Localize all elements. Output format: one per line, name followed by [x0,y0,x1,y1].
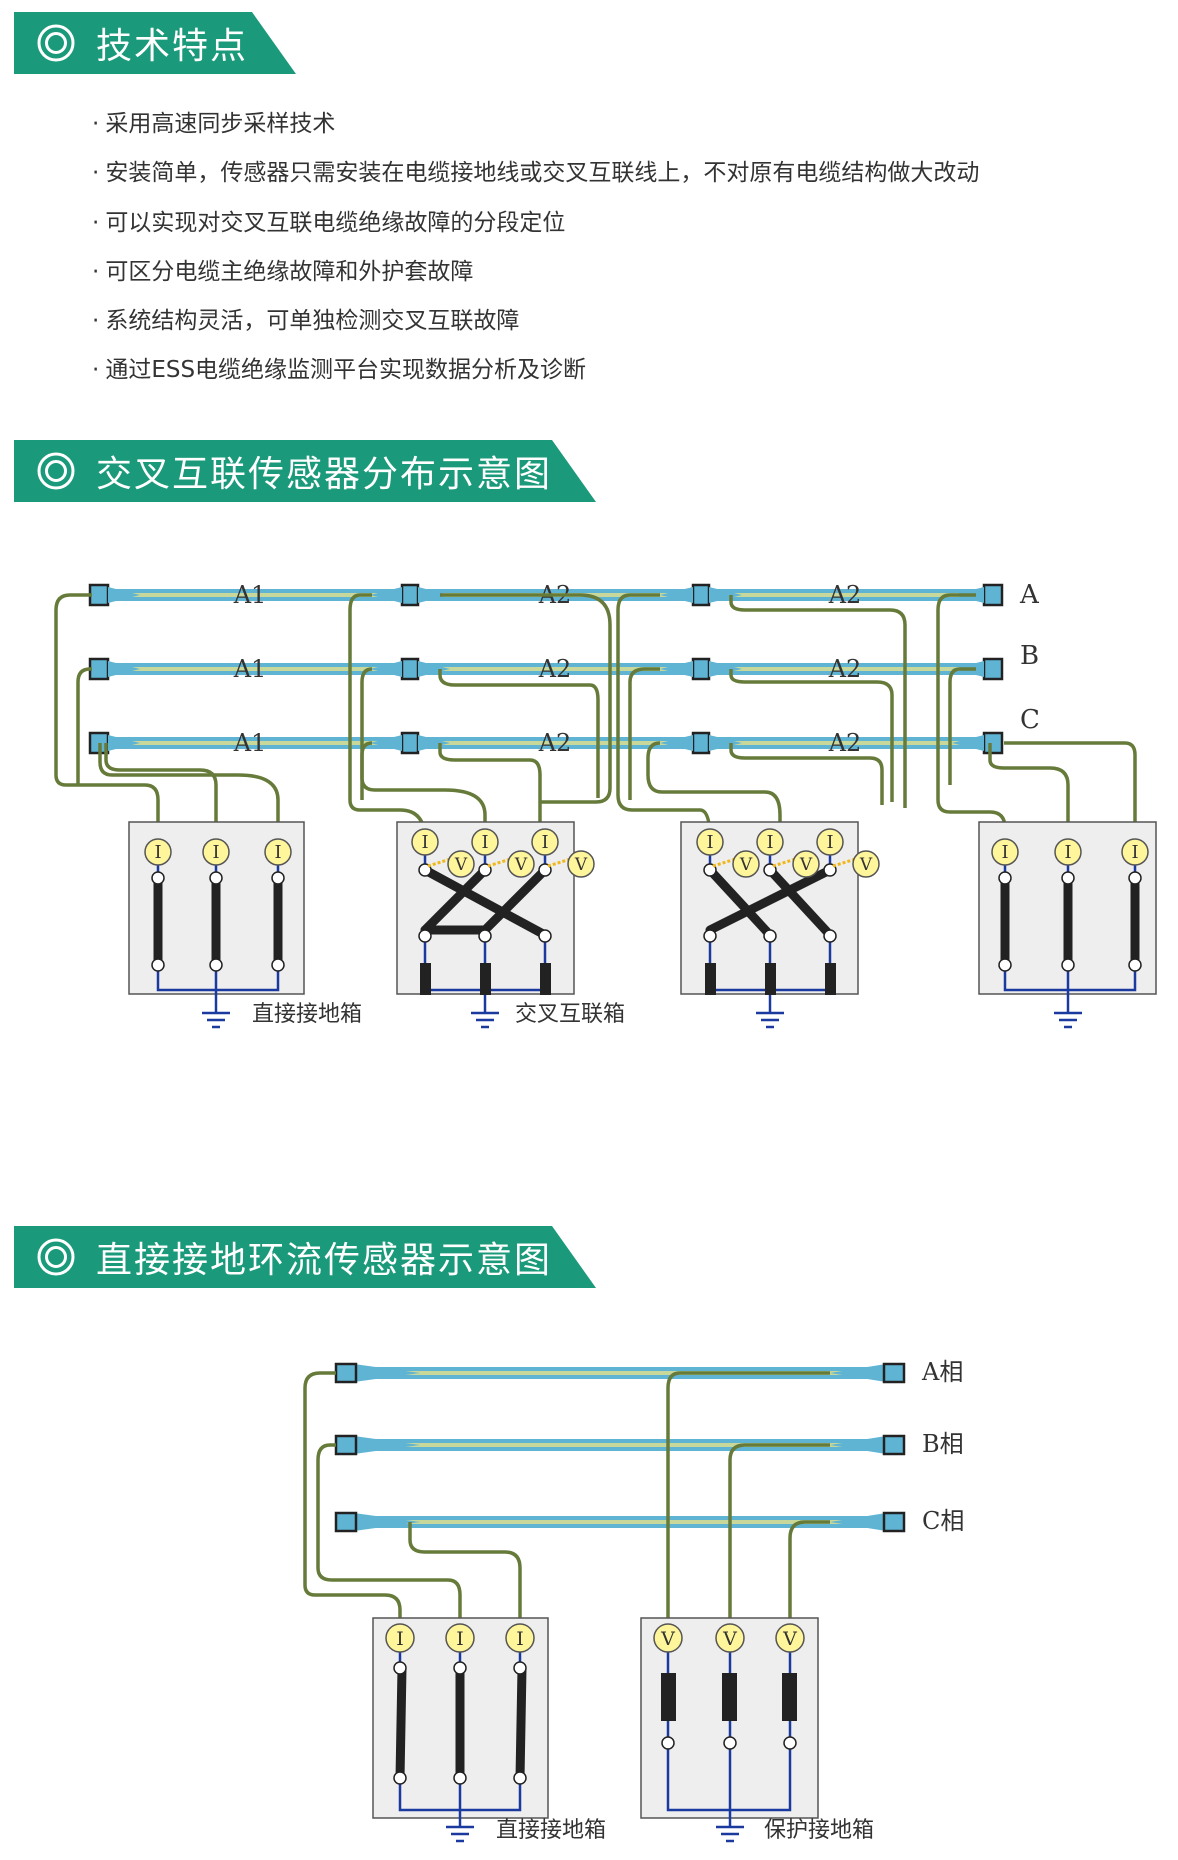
cross-box-label: 交叉互联箱 [515,1002,625,1027]
grounding-leads [303,1371,830,1638]
phase-label-c: C [1020,705,1040,735]
crossbond-diagram: A1 A2 A2 A1 A2 A2 A1 A2 A2 A B C [54,580,1157,1029]
sensor-symbol: V [454,855,468,875]
section-header-direct: 直接接地环流传感器示意图 [14,1226,596,1288]
feature-item: ·安装简单，传感器只需安装在电缆接地线或交叉互联线上，不对原有电缆结构做大改动 [92,160,980,187]
cable-terminals [334,1362,906,1533]
segment-label: A1 [233,655,267,683]
sensor-symbol: I [1064,842,1071,863]
cross-bonding-box-2 [680,821,860,1013]
feature-item: ·可区分电缆主绝缘故障和外护套故障 [92,258,474,285]
sensor-symbol: I [274,842,281,863]
cable-row-b [100,663,998,675]
segment-label: A1 [233,729,267,757]
sensor-symbol: V [799,855,813,875]
direct-grounding-diagram: A相 B相 C相 [303,1358,964,1843]
cable-joints [88,583,1004,755]
sensor-symbol: V [782,1628,797,1650]
cable-row-c [100,737,998,749]
sensor-symbol: I [212,842,219,863]
section-header-crossbond: 交叉互联传感器分布示意图 [14,440,596,502]
phase-label-a: A相 [921,1358,963,1386]
section-title: 直接接地环流传感器示意图 [96,1240,553,1281]
section-title: 交叉互联传感器分布示意图 [96,454,553,495]
sensor-symbol: I [1001,842,1008,863]
sensor-symbol: I [541,832,548,853]
sensor-symbol: I [396,1628,404,1650]
sensor-symbol: I [456,1628,464,1650]
cable-tapers [354,1364,886,1531]
feature-item: ·通过ESS电缆绝缘监测平台实现数据分析及诊断 [92,357,587,384]
direct-box-label: 直接接地箱 [252,1002,362,1027]
sensor-symbol: I [1131,842,1138,863]
ground-icon [202,1011,1082,1029]
segment-label: A2 [828,729,862,757]
protect-box-label: 保护接地箱 [764,1818,874,1843]
cable-rows [350,1367,890,1528]
feature-item: ·可以实现对交叉互联电缆绝缘故障的分段定位 [92,209,566,236]
bonding-leads [54,593,1137,841]
phase-label-a: A [1019,580,1040,610]
sensor-symbol: I [706,832,713,853]
direct-box-label: 直接接地箱 [496,1818,606,1843]
sensor-symbol: V [739,855,753,875]
feature-list: ·采用高速同步采样技术 ·安装简单，传感器只需安装在电缆接地线或交叉互联线上，不… [92,100,979,396]
sensor-symbol: V [660,1628,675,1650]
target-circle-icon [37,24,75,62]
target-circle-icon [37,452,75,490]
sensor-symbol: I [516,1628,524,1650]
segment-label: A2 [538,729,572,757]
segment-label: A1 [233,581,267,609]
sensor-symbol: V [574,855,588,875]
segment-label: A2 [538,655,572,683]
sensor-symbol: I [154,842,161,863]
ground-icon [446,1825,744,1843]
segment-label: A2 [828,581,862,609]
feature-item: ·系统结构灵活，可单独检测交叉互联故障 [92,308,520,335]
phase-label-c: C相 [922,1507,964,1535]
phase-label-b: B [1020,641,1039,671]
sensor-symbol: I [826,832,833,853]
phase-label-b: B相 [922,1430,964,1458]
section-header-features: 技术特点 [14,12,296,74]
section-title: 技术特点 [96,26,249,67]
target-circle-icon [37,1238,75,1276]
sensor-symbol: I [421,832,428,853]
sensor-symbol: V [859,855,873,875]
feature-item: ·采用高速同步采样技术 [92,111,336,137]
sensor-symbol: I [766,832,773,853]
segment-label: A2 [828,655,862,683]
sensor-symbol: V [514,855,528,875]
sensor-symbol: V [722,1628,737,1650]
joint-tapers [108,587,984,751]
sensor-symbol: I [481,832,488,853]
